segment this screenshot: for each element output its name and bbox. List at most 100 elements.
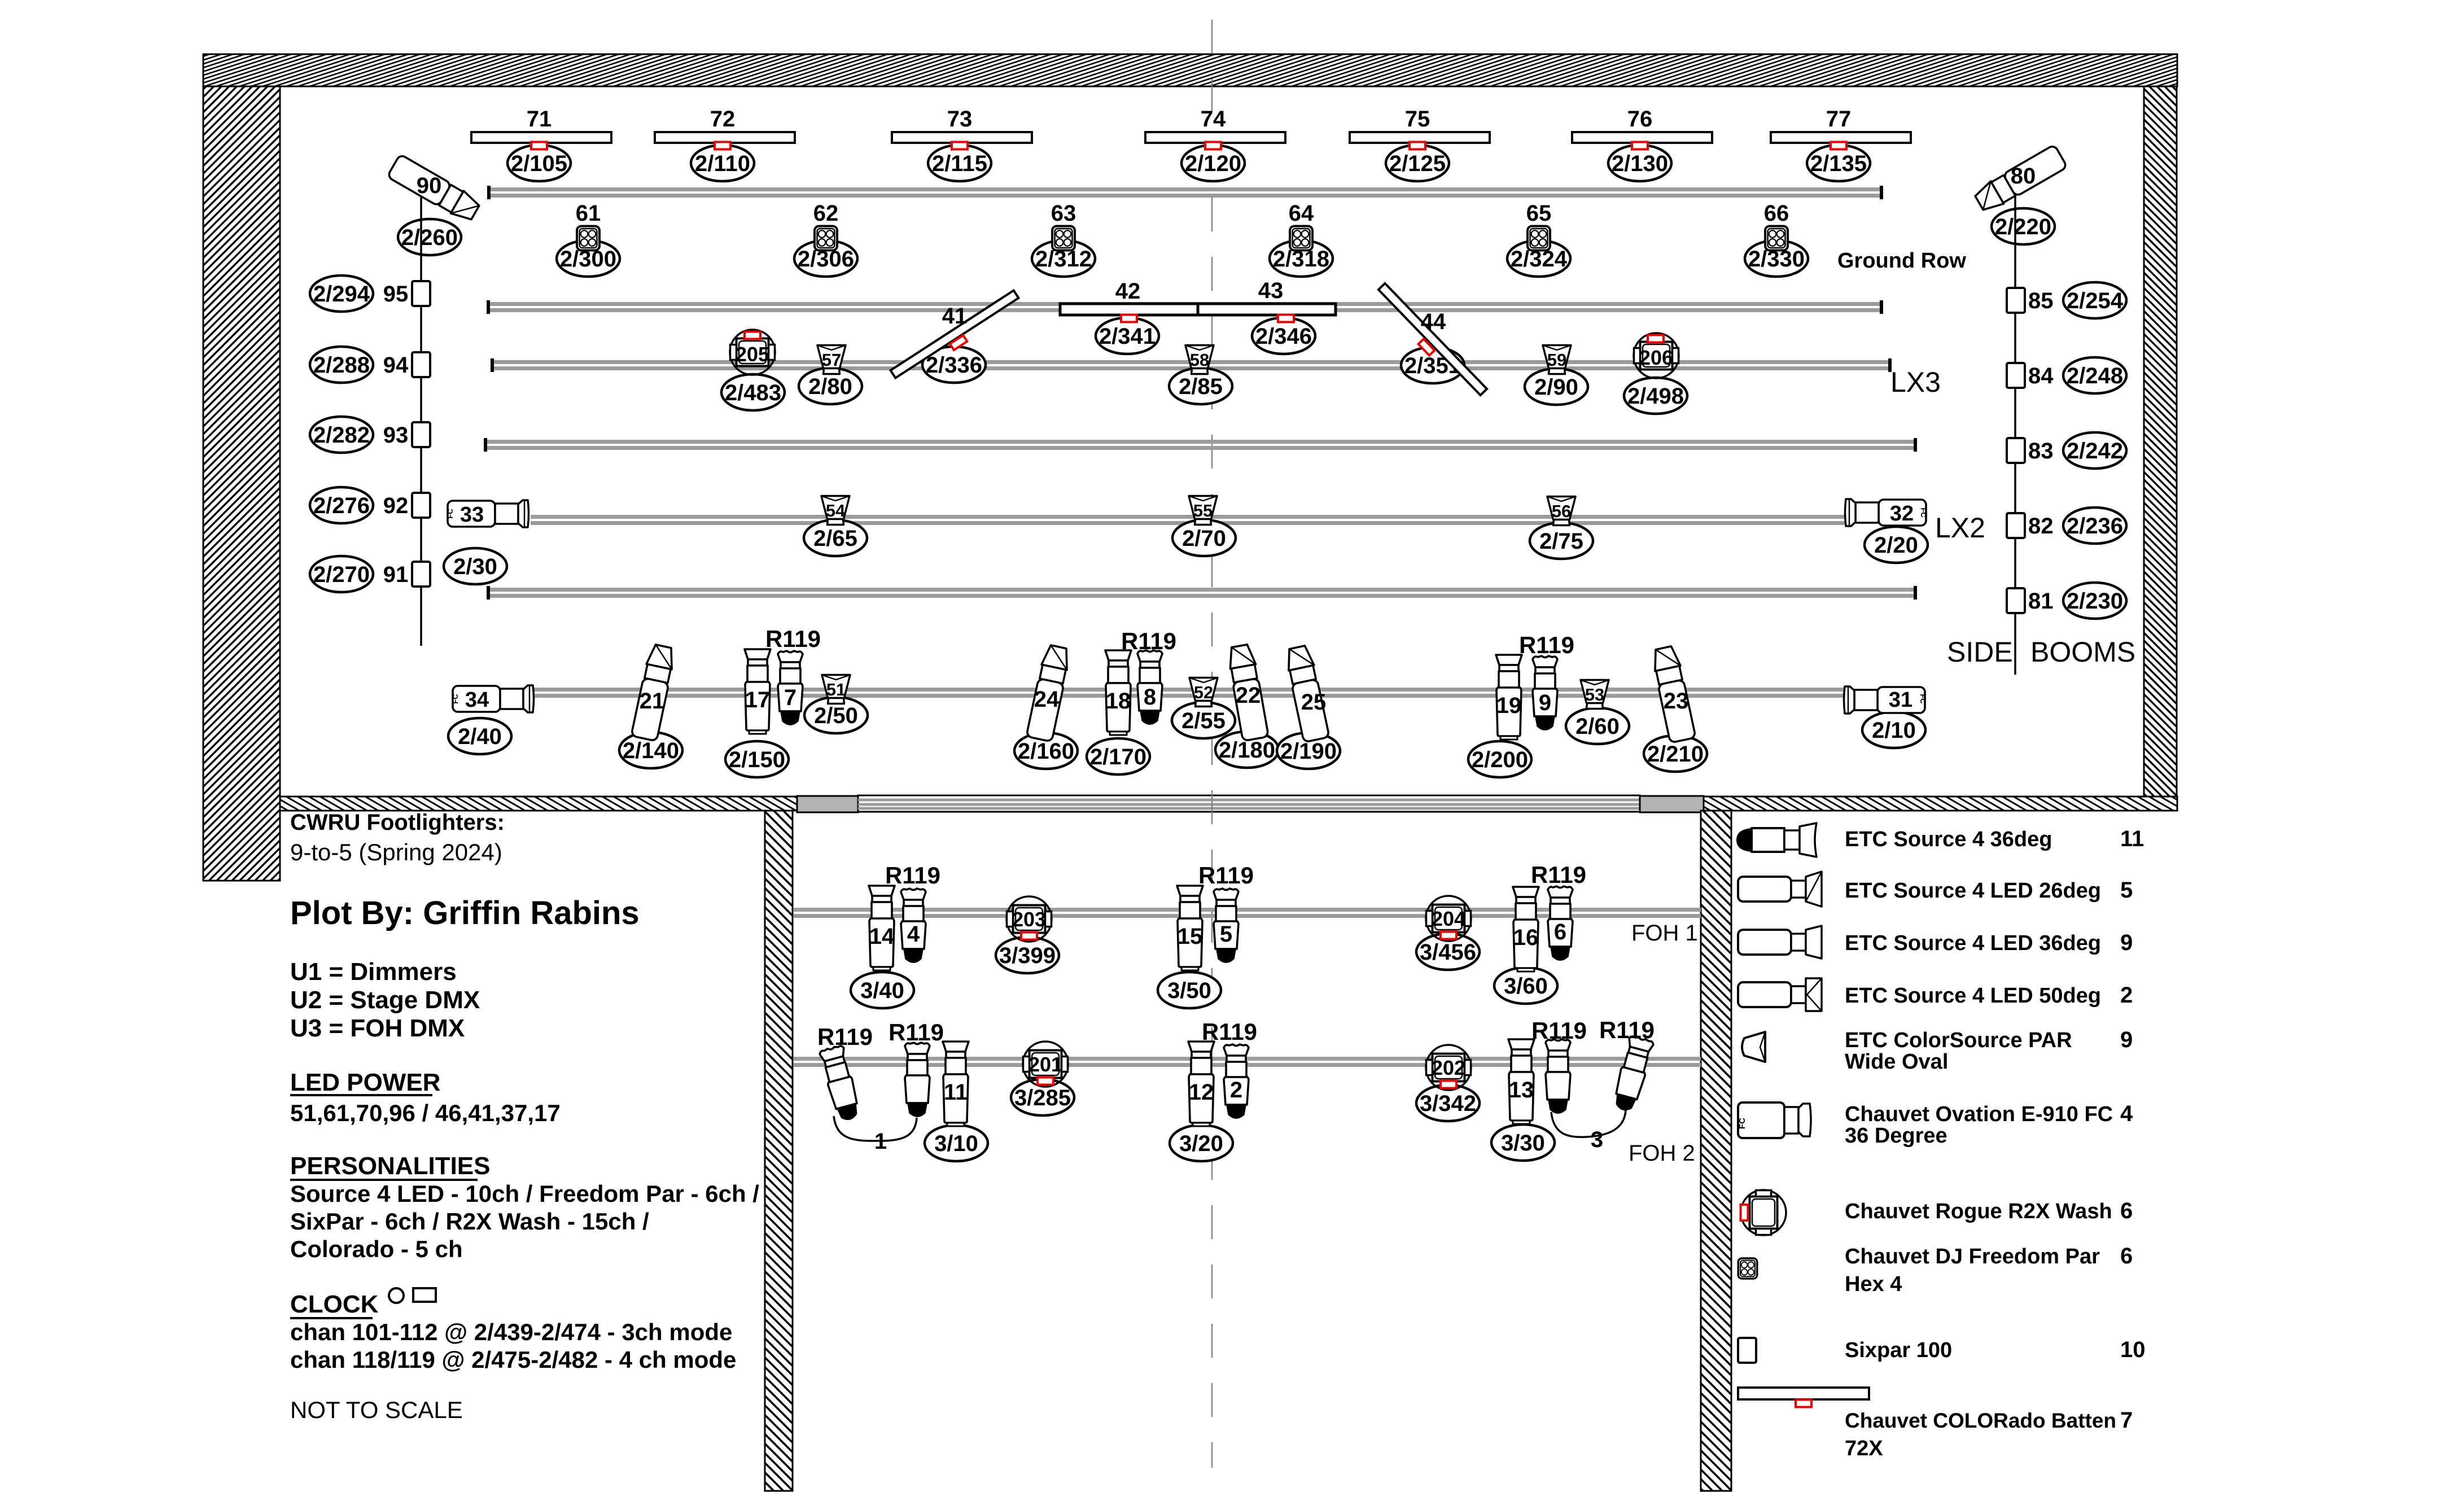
svg-text:2/341: 2/341 [1099,324,1156,349]
svg-text:FC: FC [446,509,454,519]
svg-text:64: 64 [1289,201,1314,226]
svg-text:2/130: 2/130 [1612,151,1668,176]
svg-text:FOH 2: FOH 2 [1629,1141,1695,1166]
svg-text:2/30: 2/30 [453,554,497,579]
svg-text:2/230: 2/230 [2067,589,2123,614]
svg-text:43: 43 [1258,278,1284,303]
svg-text:Wide Oval: Wide Oval [1845,1050,1948,1074]
svg-text:72: 72 [710,107,736,132]
svg-text:62: 62 [813,201,839,226]
svg-text:3/399: 3/399 [999,943,1056,968]
svg-text:2/120: 2/120 [1185,151,1241,176]
svg-text:11: 11 [944,1080,968,1105]
svg-text:2/180: 2/180 [1219,738,1275,763]
svg-text:58: 58 [1190,350,1209,370]
svg-text:2/115: 2/115 [932,151,987,176]
svg-text:2: 2 [1230,1078,1242,1102]
svg-text:33: 33 [460,503,484,527]
svg-text:FC: FC [1919,694,1927,704]
svg-text:LX3: LX3 [1890,366,1941,398]
svg-text:4: 4 [907,922,920,947]
svg-text:3/285: 3/285 [1014,1086,1071,1110]
svg-text:2/236: 2/236 [2067,514,2123,539]
svg-text:U2 = Stage DMX: U2 = Stage DMX [290,986,480,1014]
svg-text:2/85: 2/85 [1179,374,1223,399]
svg-text:84: 84 [2028,364,2054,388]
svg-text:PERSONALITIES: PERSONALITIES [290,1152,491,1180]
svg-text:2/220: 2/220 [1995,215,2051,239]
svg-text:2/276: 2/276 [313,493,370,518]
svg-text:77: 77 [1826,107,1852,132]
svg-text:11: 11 [2120,826,2144,851]
svg-text:CWRU Footlighters:: CWRU Footlighters: [290,810,505,835]
svg-text:1: 1 [874,1129,887,1154]
svg-text:72X: 72X [1845,1437,1883,1460]
svg-text:2/40: 2/40 [458,724,502,749]
svg-text:34: 34 [465,688,489,712]
svg-text:Source 4 LED - 10ch / Freedom: Source 4 LED - 10ch / Freedom Par - 6ch … [290,1180,759,1207]
svg-text:LX2: LX2 [1935,512,1985,544]
svg-text:2/70: 2/70 [1182,526,1226,551]
svg-text:2/60: 2/60 [1575,714,1620,739]
svg-text:206: 206 [1639,346,1673,369]
svg-text:82: 82 [2028,514,2054,539]
svg-text:7: 7 [784,685,796,710]
svg-text:3: 3 [1591,1127,1603,1152]
svg-text:3/50: 3/50 [1167,978,1211,1003]
svg-text:76: 76 [1627,107,1653,132]
svg-text:83: 83 [2028,439,2054,463]
svg-text:R119: R119 [1519,632,1574,658]
svg-text:Hex 4: Hex 4 [1845,1272,1902,1296]
svg-text:32: 32 [1890,502,1914,526]
svg-text:201: 201 [1029,1053,1062,1076]
svg-text:Chauvet COLORado Batten: Chauvet COLORado Batten [1845,1409,2116,1432]
svg-text:23: 23 [1664,689,1689,714]
svg-text:93: 93 [383,423,409,448]
svg-text:2/170: 2/170 [1090,745,1146,769]
svg-text:15: 15 [1178,924,1203,949]
svg-text:12: 12 [1189,1080,1214,1105]
svg-text:10: 10 [2120,1337,2146,1362]
svg-text:66: 66 [1764,201,1789,226]
svg-text:203: 203 [1012,908,1046,931]
svg-text:ETC Source 4 LED 26deg: ETC Source 4 LED 26deg [1845,879,2101,903]
svg-text:ETC Source 4 LED 36deg: ETC Source 4 LED 36deg [1845,931,2101,955]
svg-text:Ground Row: Ground Row [1837,249,1966,273]
svg-text:19: 19 [1496,693,1522,718]
svg-text:chan 101-112 @ 2/439-2/474 - 3: chan 101-112 @ 2/439-2/474 - 3ch mode [290,1319,732,1345]
svg-text:2/20: 2/20 [1874,533,1918,558]
svg-text:204: 204 [1432,907,1465,930]
svg-text:2/288: 2/288 [313,353,370,378]
svg-text:4: 4 [2120,1101,2133,1126]
svg-text:8: 8 [1144,685,1156,710]
svg-text:54: 54 [826,501,846,520]
svg-text:NOT TO SCALE: NOT TO SCALE [290,1397,463,1423]
svg-text:80: 80 [2011,164,2036,189]
svg-text:2/346: 2/346 [1255,324,1312,349]
svg-text:2/270: 2/270 [313,562,370,587]
svg-text:R119: R119 [1202,1018,1257,1045]
svg-text:FC: FC [1738,1118,1747,1129]
svg-text:9: 9 [2120,930,2133,955]
svg-text:U1 = Dimmers: U1 = Dimmers [290,958,457,986]
svg-text:2/248: 2/248 [2067,364,2123,388]
svg-text:2/75: 2/75 [1539,529,1583,554]
svg-text:2/50: 2/50 [814,703,858,728]
svg-text:7: 7 [2120,1408,2133,1433]
svg-text:2: 2 [2120,983,2133,1008]
svg-text:SIDE: SIDE [1947,636,2013,668]
svg-text:R119: R119 [1531,1017,1587,1044]
svg-text:9-to-5 (Spring 2024): 9-to-5 (Spring 2024) [290,839,502,865]
svg-text:31: 31 [1889,688,1912,712]
svg-text:R119: R119 [1198,862,1254,889]
svg-text:14: 14 [869,924,895,949]
svg-text:5: 5 [2120,878,2133,903]
svg-text:2/110: 2/110 [695,151,750,176]
svg-text:51,61,70,96 / 46,41,37,17: 51,61,70,96 / 46,41,37,17 [290,1100,561,1126]
svg-text:2/242: 2/242 [2067,439,2123,463]
svg-text:81: 81 [2028,589,2054,614]
svg-text:2/282: 2/282 [313,423,370,448]
svg-text:5: 5 [1220,922,1232,947]
svg-text:R119: R119 [817,1023,873,1050]
svg-text:SixPar - 6ch / R2X Wash - 15ch: SixPar - 6ch / R2X Wash - 15ch / [290,1208,649,1235]
